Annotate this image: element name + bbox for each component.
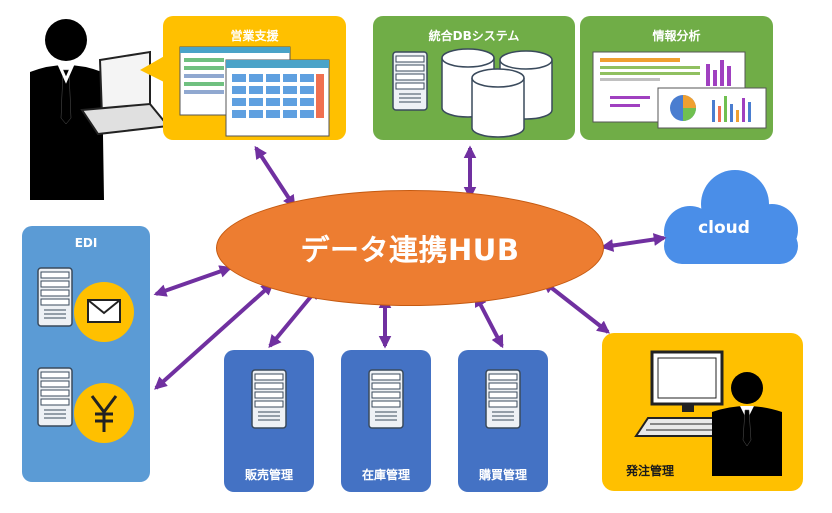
edi-panel: EDI [22, 236, 150, 250]
inventory-mgmt-label: 在庫管理 [361, 468, 410, 482]
info-analysis-label: 情報分析 [652, 29, 701, 43]
operator-person-icon [712, 372, 782, 476]
sales-server-icon [251, 369, 287, 429]
integrated-db-label: 統合DBシステム [428, 29, 520, 43]
arrow-sales-support-hub [254, 145, 296, 209]
arrow-hub-order-mgmt [541, 280, 611, 334]
arrow-hub-edi-bottom [154, 282, 274, 390]
desktop-computer-icon [634, 350, 738, 437]
arrow-hub-cloud [600, 233, 667, 252]
info-analysis-panel: 情報分析 [580, 27, 773, 44]
cloud-label: cloud [698, 218, 750, 238]
report-chart-icon [592, 51, 767, 129]
order-mgmt-label: 発注管理 [626, 464, 675, 478]
db-server-icon [392, 51, 428, 111]
cloud-shape [664, 170, 798, 264]
sales-support-label: 営業支援 [230, 29, 279, 43]
purchase-mgmt-label: 購買管理 [478, 468, 527, 482]
envelope-icon [74, 282, 134, 342]
edi-server-icon [37, 267, 73, 327]
hub-label: データ連携HUB [300, 233, 520, 267]
sales-mgmt-label: 販売管理 [244, 468, 293, 482]
inventory-server-icon [368, 369, 404, 429]
sales-support-panel: 営業支援 [163, 27, 346, 44]
arrow-hub-edi-top [153, 265, 233, 297]
yen-icon [74, 383, 134, 443]
edi-box [22, 226, 150, 482]
database-icon [441, 48, 553, 138]
integrated-db-panel: 統合DBシステム [373, 27, 575, 44]
arrow-hub-purchase-mgmt [474, 293, 504, 349]
spreadsheet-screens-icon [179, 46, 330, 137]
purchase-server-icon [485, 369, 521, 429]
businessman-icon [30, 19, 104, 200]
edi-label: EDI [74, 236, 98, 250]
data-hub: データ連携HUB [216, 190, 604, 306]
edi-server-icon [37, 367, 73, 427]
